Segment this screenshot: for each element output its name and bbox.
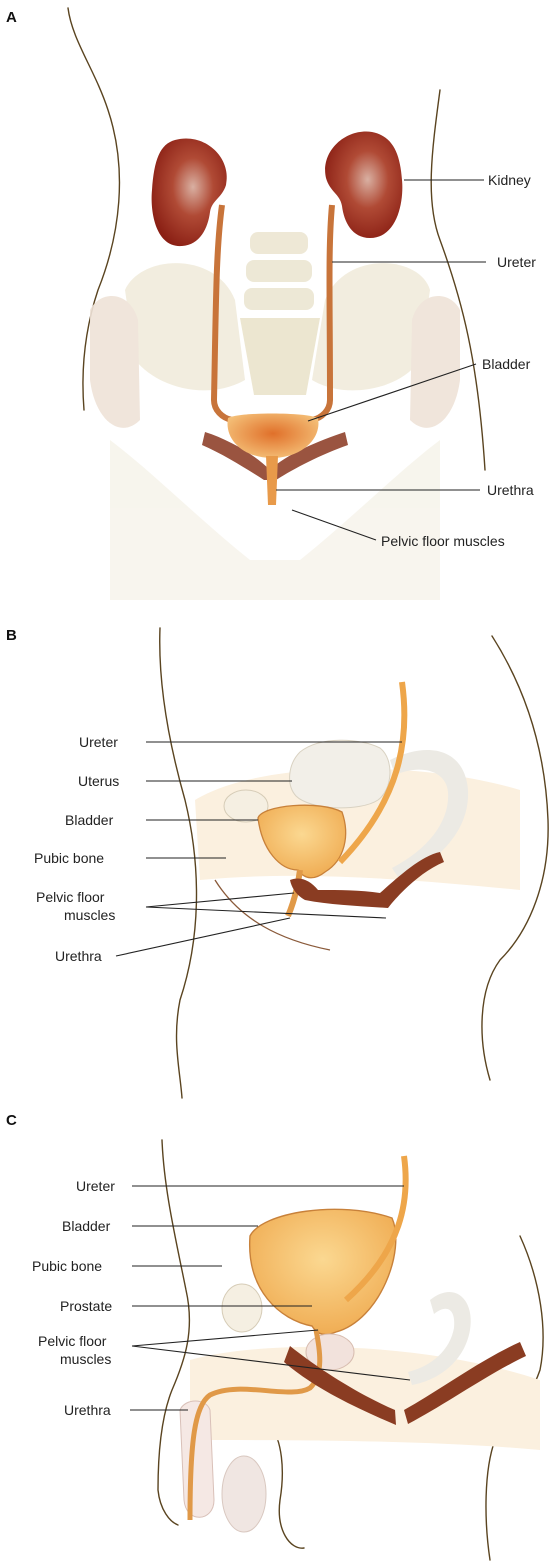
panel-letter-b: B	[6, 627, 17, 644]
label-pelvic-floor-a: Pelvic floor muscles	[381, 533, 505, 549]
urethra-a	[266, 456, 278, 505]
label-pelvic-floor-c-line2: muscles	[60, 1351, 111, 1367]
pubic-bone-c	[222, 1284, 262, 1332]
panel-letter-c: C	[6, 1112, 17, 1129]
right-kidney	[325, 132, 402, 238]
label-urethra-c: Urethra	[64, 1402, 111, 1418]
body-outline-front-b	[160, 628, 197, 1098]
left-kidney	[152, 139, 227, 247]
leader-urethra-b	[116, 918, 290, 956]
panel-letter-a: A	[6, 9, 17, 26]
label-ureter-c: Ureter	[76, 1178, 115, 1194]
label-uterus-b: Uterus	[78, 773, 119, 789]
panel-b: B Ureter Uterus Bladder Pubic bone	[6, 627, 548, 1098]
label-bladder-c: Bladder	[62, 1218, 111, 1234]
label-ureter-a: Ureter	[497, 254, 536, 270]
label-pelvic-floor-b-line2: muscles	[64, 907, 115, 923]
label-pubic-bone-c: Pubic bone	[32, 1258, 102, 1274]
scrotum-outline-c	[270, 1425, 304, 1548]
testis-c	[222, 1456, 266, 1532]
leader-pelvic-floor-b2	[146, 907, 386, 918]
uterus-b	[290, 740, 390, 808]
right-ureter-a	[312, 205, 332, 420]
label-pelvic-floor-b-line1: Pelvic floor	[36, 889, 105, 905]
label-kidney: Kidney	[488, 172, 531, 188]
label-bladder-b: Bladder	[65, 812, 114, 828]
label-bladder-a: Bladder	[482, 356, 531, 372]
leader-pelvic-floor-c1	[132, 1330, 318, 1346]
label-pelvic-floor-c-line1: Pelvic floor	[38, 1333, 107, 1349]
panel-a: A Kidney	[6, 8, 536, 600]
label-prostate-c: Prostate	[60, 1298, 112, 1314]
leader-pelvic-floor-b1	[146, 893, 294, 907]
label-urethra-b: Urethra	[55, 948, 102, 964]
label-pubic-bone-b: Pubic bone	[34, 850, 104, 866]
label-urethra-a: Urethra	[487, 482, 534, 498]
panel-c: C Ureter Bladder Pubi	[6, 1112, 543, 1560]
label-ureter-b: Ureter	[79, 734, 118, 750]
